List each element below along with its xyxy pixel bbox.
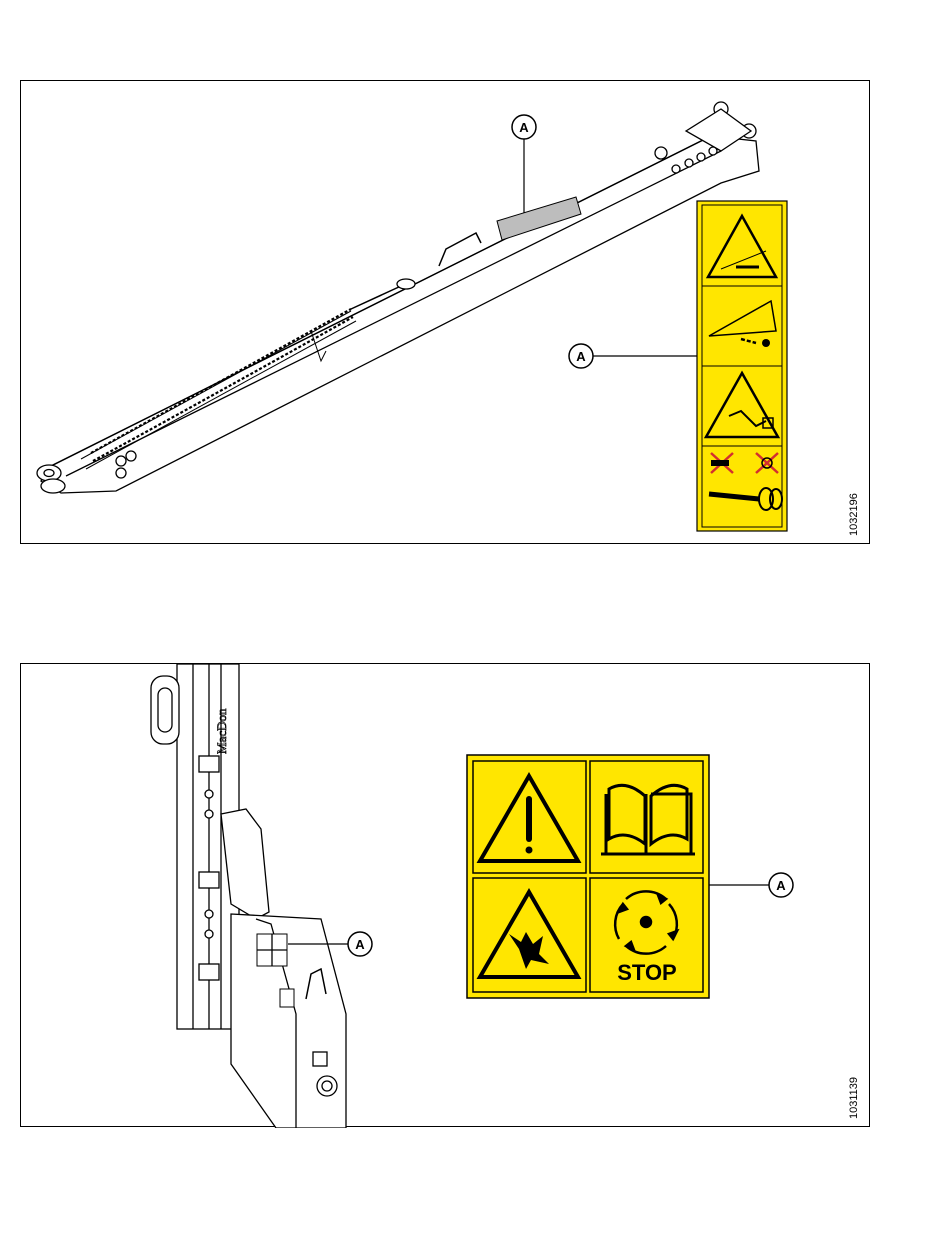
stop-label: STOP xyxy=(617,960,677,985)
figure-1031139: MacDon A A xyxy=(20,663,870,1127)
illustration-endsheet: MacDon A A xyxy=(21,664,871,1128)
callout-label: A xyxy=(576,349,586,364)
safety-decal-grid: STOP xyxy=(467,755,709,998)
figure-id-label: 1032196 xyxy=(848,493,860,536)
figure-id-label: 1031139 xyxy=(848,1077,860,1119)
callout-label: A xyxy=(776,878,786,893)
figure-1032196: A A xyxy=(20,80,870,544)
callout-label: A xyxy=(355,937,365,952)
brand-text: MacDon xyxy=(214,708,229,754)
safety-decal-vertical xyxy=(697,201,787,531)
header-arm xyxy=(37,102,759,493)
callout-label: A xyxy=(519,120,529,135)
illustration-header-arm: A A xyxy=(21,81,871,545)
header-frame xyxy=(151,664,346,1128)
